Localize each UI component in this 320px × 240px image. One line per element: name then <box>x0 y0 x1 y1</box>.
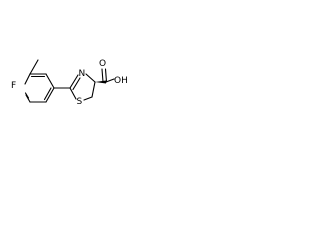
molecule-structure: F N S OH O <box>11 59 128 107</box>
atom-labels: F N S OH O <box>11 59 128 107</box>
bond-carbonyl-a <box>101 68 104 83</box>
bond-carbonyl-b <box>104 68 108 83</box>
bond-c1-c2 <box>24 73 31 85</box>
bond-methyl <box>29 59 39 75</box>
bond-c-oh <box>105 78 115 83</box>
atom-carbonyl-oxygen: O <box>99 59 106 69</box>
stereo-wedge-bond <box>95 80 106 84</box>
atom-hydroxyl: OH <box>114 76 128 86</box>
bond-c6-c1 <box>25 94 31 103</box>
bond-c4-c5-inner <box>43 87 52 101</box>
bond-c2-n3-b <box>72 77 81 91</box>
bond-c4-c5 <box>91 81 96 98</box>
atom-fluorine: F <box>11 81 16 91</box>
bond-c5-s1 <box>83 96 93 101</box>
molecule-diagram: F N S OH O <box>0 0 152 152</box>
bond-s1-c2 <box>69 87 77 100</box>
bonds <box>24 59 115 103</box>
bond-n3-c4 <box>85 73 96 83</box>
bond-c6-c1-inner <box>24 92 30 99</box>
atom-sulfur: S <box>77 97 83 107</box>
bond-c3-c4 <box>45 73 55 89</box>
bond-c2-n3-a <box>69 74 79 89</box>
bond-c4-c5 <box>45 87 55 103</box>
atom-nitrogen: N <box>79 69 86 79</box>
